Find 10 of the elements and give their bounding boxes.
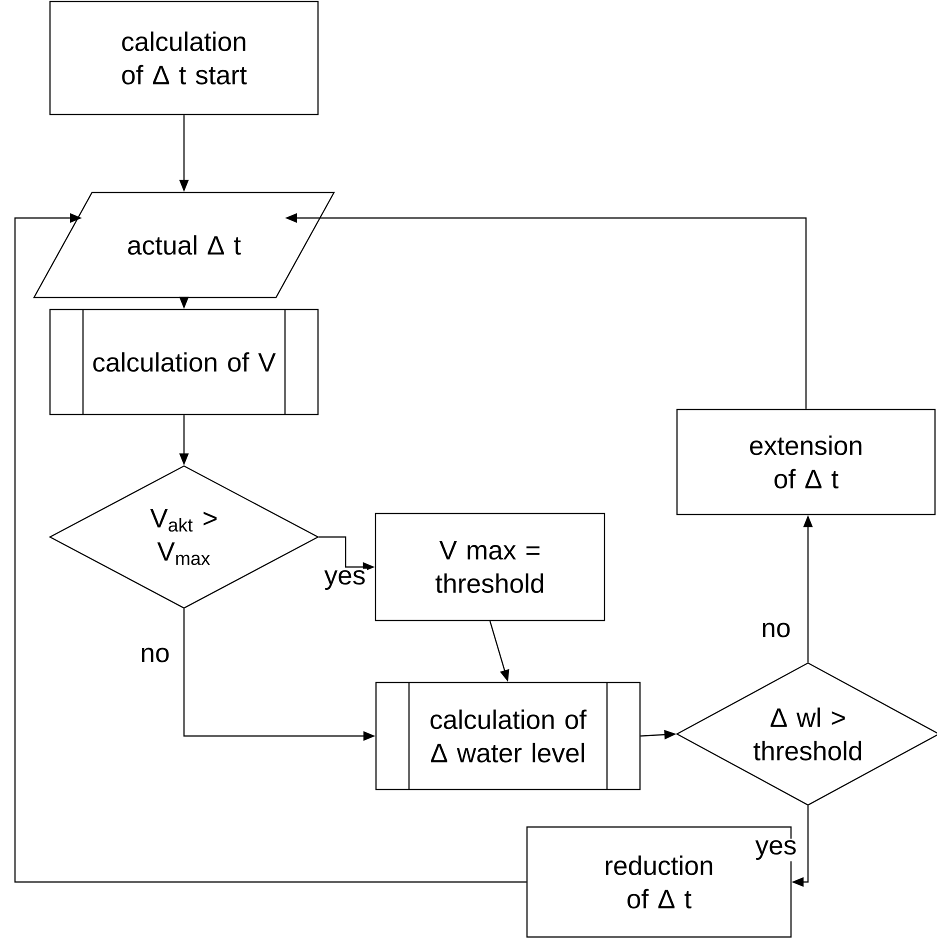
process-box: extension of Δ t [676, 408, 936, 516]
edge-label: no [760, 621, 792, 639]
subprocess-box: calculation of Δ water level [375, 682, 641, 790]
edge-label: no [138, 646, 172, 664]
subprocess-box: calculation of V [49, 308, 319, 416]
process-box: calculation of Δ t start [49, 0, 319, 116]
edge-label: yes [754, 838, 798, 862]
arrow [14, 213, 526, 883]
process-box: V max = threshold [374, 512, 606, 622]
edge-label: yes [322, 568, 368, 592]
